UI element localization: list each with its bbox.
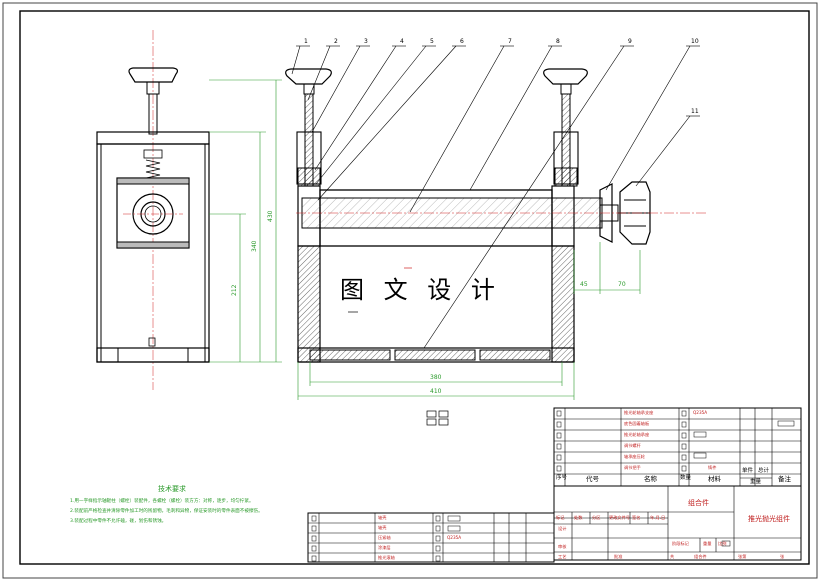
rev-count: 处数 <box>574 515 583 520</box>
balloon-4: 4 <box>400 38 404 45</box>
bom-small-boxes <box>311 410 795 562</box>
hdr-single: 单件 <box>742 468 754 474</box>
tech-note-1: 1.用一字样指示轴辊柱（螺栓）装配件，各螺栓（螺栓）装方方：对称，逐步，均匀拧紧… <box>70 499 254 504</box>
balloon-2: 2 <box>334 38 338 45</box>
balloon-11: 11 <box>691 108 699 115</box>
tb-scale: 比例 <box>718 541 727 546</box>
bom-right-name-2: 底色固着轴板 <box>624 421 650 426</box>
bom-left-name-5: 推光滚轴 <box>378 555 395 560</box>
balloon-leaders <box>291 45 700 349</box>
bom-right-name-3: 推光轮轴承座 <box>624 432 650 437</box>
assembly-label-top: 组合件 <box>688 499 709 507</box>
hdr-material: 材料 <box>708 475 721 483</box>
bom-right-mat-6: 铸件 <box>708 465 717 470</box>
balloon-8: 8 <box>556 38 560 45</box>
hdr-total: 总计 <box>758 468 770 474</box>
hdr-remark: 备注 <box>778 475 791 483</box>
tech-note-3: 3.装配过程中零件不允许磕，碰，划伤和锈蚀。 <box>70 519 167 524</box>
front-dimensions <box>297 242 641 400</box>
rev-mark: 标记 <box>556 515 565 520</box>
bom-right-mat-1: Q235A <box>693 410 708 415</box>
inner-frame <box>19 10 810 565</box>
bom-left-name-4: 涂漆层 <box>378 545 391 550</box>
balloon-9: 9 <box>628 38 632 45</box>
hdr-name: 名称 <box>644 475 657 483</box>
dim-45: 45 <box>580 281 588 288</box>
hdr-index: 序号 <box>556 475 568 481</box>
balloon-5: 5 <box>430 38 434 45</box>
tb-sheet-unit: 张 <box>780 554 785 559</box>
bom-right-name-1: 推光轮轴承支座 <box>624 410 654 415</box>
part-name: 推光抛光组件 <box>748 515 790 523</box>
rev-zone: 分区 <box>592 515 601 520</box>
rev-date: 年.月.日 <box>650 515 666 520</box>
balloon-10: 10 <box>691 38 699 45</box>
dim-410: 410 <box>430 388 442 395</box>
tb-review: 审核 <box>558 544 567 549</box>
small-marks <box>348 267 449 426</box>
balloon-6: 6 <box>460 38 464 45</box>
tb-stage: 阶段标记 <box>672 541 689 546</box>
tb-sheet-total: 共 <box>670 554 675 559</box>
side-dimensions <box>209 79 282 363</box>
rev-doc: 更改文件号 <box>609 515 630 520</box>
balloon-7: 7 <box>508 38 512 45</box>
rev-sign: 签名 <box>632 515 641 520</box>
watermark: 图 文 设 计 <box>340 276 501 304</box>
title-block-grid <box>307 407 802 563</box>
tb-approve: 批准 <box>614 554 623 559</box>
bom-right-name-6: 调节把手 <box>624 465 641 470</box>
balloon-1: 1 <box>304 38 308 45</box>
dim-380: 380 <box>430 374 442 381</box>
front-section <box>285 68 708 363</box>
tb-sheet-no: 张第 <box>738 554 747 559</box>
tb-weight: 重量 <box>703 541 712 546</box>
hdr-qty: 数量 <box>680 475 692 481</box>
dim-70: 70 <box>618 281 626 288</box>
bom-left-name-2: 轴壳 <box>378 525 387 530</box>
bom-right-name-4: 调节螺杆 <box>624 443 641 448</box>
dim-430: 430 <box>267 210 274 222</box>
bom-left-name-1: 轴壳 <box>378 515 387 520</box>
tb-design: 设计 <box>558 526 567 531</box>
tech-title: 技术要求 <box>158 485 186 493</box>
tech-note-2: 2.装配前严格检查并清除零件加工时的残留物，毛刺和异物，保证安装时的零件表面不被… <box>70 509 263 514</box>
tb-process: 工艺 <box>558 554 567 559</box>
bom-left-name-3: 压紧轴 <box>378 535 391 540</box>
bom-left-mat-3: Q235A <box>447 535 462 540</box>
assembly-label-bottom: 组合件 <box>694 554 707 559</box>
hdr-weight: 重量 <box>750 479 762 485</box>
bom-right-name-5: 轴承座压轮 <box>624 454 645 459</box>
hdr-code: 代号 <box>586 475 599 483</box>
dim-212: 212 <box>231 284 238 296</box>
side-view <box>96 30 210 390</box>
dim-340: 340 <box>251 240 258 252</box>
balloon-3: 3 <box>364 38 368 45</box>
